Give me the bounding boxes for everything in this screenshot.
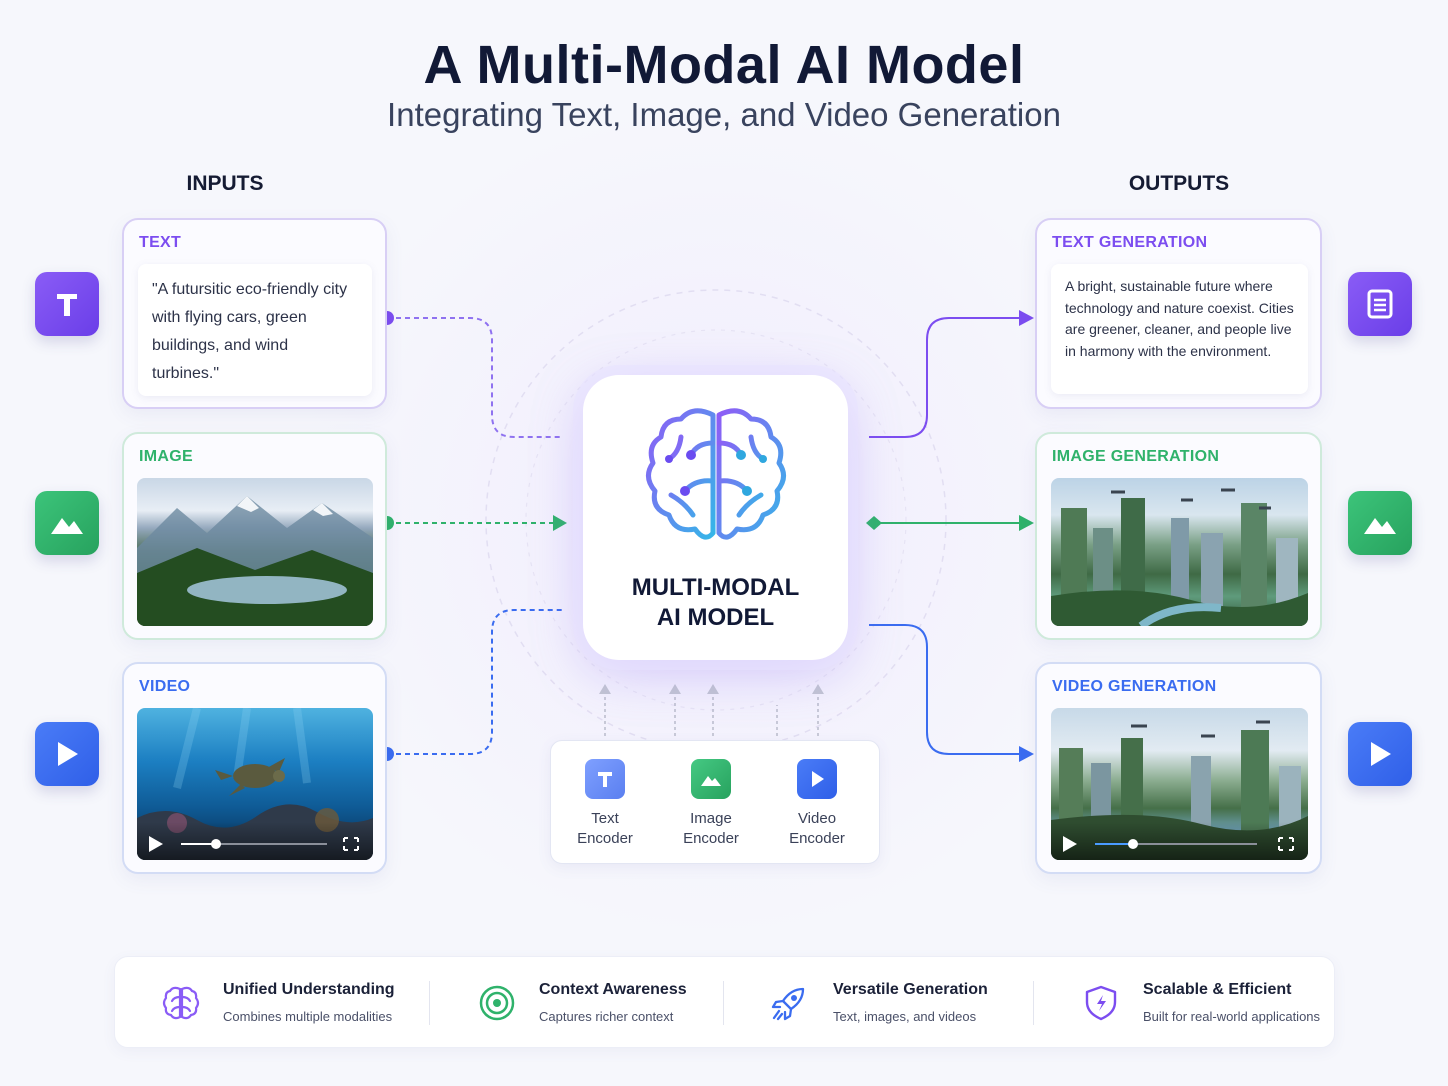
image-encoder-line1: Image [690, 810, 732, 827]
model-label-line2: AI MODEL [656, 604, 775, 631]
image-input-card: IMAGE [122, 432, 387, 640]
image-icon [691, 759, 731, 799]
play-icon [797, 759, 837, 799]
image-encoder: Image Encoder [661, 759, 761, 849]
feature-title: Unified Understanding [223, 981, 395, 998]
encoders-panel: Text Encoder Image Encoder Video Encoder [550, 740, 880, 864]
play-icon [149, 836, 163, 852]
play-icon [1063, 836, 1077, 852]
image-input-icon [35, 491, 99, 555]
text-icon [585, 759, 625, 799]
video-output-card: VIDEO GENERATION [1035, 662, 1322, 874]
image-encoder-line2: Encoder [683, 830, 739, 847]
video-encoder-label: Video Encoder [767, 809, 867, 849]
image-input-label: IMAGE [139, 448, 193, 465]
feature-title: Scalable & Efficient [1143, 981, 1292, 998]
page-title: A Multi-Modal AI Model [423, 35, 1025, 95]
rocket-icon [771, 987, 805, 1021]
divider [723, 981, 724, 1025]
text-output-card: TEXT GENERATION A bright, sustainable fu… [1035, 218, 1322, 409]
document-output-icon [1348, 272, 1412, 336]
underwater-video [137, 708, 373, 860]
text-input-card: TEXT "A futursitic eco-friendly city wit… [122, 218, 387, 409]
eco-city-video [1051, 708, 1308, 860]
generated-text: A bright, sustainable future where techn… [1051, 264, 1308, 394]
mountain-lake-image [137, 478, 373, 626]
image-encoder-label: Image Encoder [661, 809, 761, 849]
model-label-line1: MULTI-MODAL [631, 574, 800, 601]
divider [1033, 981, 1034, 1025]
shield-icon [1085, 985, 1117, 1021]
feature-desc: Built for real-world applications [1143, 1009, 1321, 1024]
page-subtitle: Integrating Text, Image, and Video Gener… [387, 96, 1061, 133]
feature-bar: Unified Understanding Combines multiple … [114, 956, 1335, 1048]
video-controls [137, 822, 373, 860]
text-prompt: "A futursitic eco-friendly city with fly… [138, 264, 372, 396]
text-encoder-line1: Text [591, 810, 619, 827]
brain-icon [162, 986, 200, 1020]
brain-icon [646, 408, 786, 540]
text-input-label: TEXT [139, 234, 182, 251]
outputs-heading: OUTPUTS [1128, 172, 1230, 195]
video-input-icon [35, 722, 99, 786]
eco-city-image [1051, 478, 1308, 626]
video-input-label: VIDEO [139, 678, 191, 695]
text-encoder-label: Text Encoder [555, 809, 655, 849]
video-encoder-line1: Video [797, 810, 837, 827]
text-encoder: Text Encoder [555, 759, 655, 849]
video-output-label: VIDEO GENERATION [1052, 678, 1217, 695]
video-encoder: Video Encoder [767, 759, 867, 849]
model-label: MULTI-MODAL AI MODEL [583, 573, 848, 633]
target-icon [479, 985, 515, 1021]
feature-title: Versatile Generation [833, 981, 988, 998]
feature-desc: Combines multiple modalities [223, 1009, 393, 1024]
image-output-card: IMAGE GENERATION [1035, 432, 1322, 640]
video-output-controls [1051, 822, 1308, 860]
image-output-label: IMAGE GENERATION [1052, 448, 1220, 465]
feature-title: Context Awareness [539, 981, 687, 998]
divider [429, 981, 430, 1025]
multimodal-model-box: MULTI-MODAL AI MODEL [583, 375, 848, 660]
feature-desc: Text, images, and videos [833, 1009, 977, 1024]
feature-desc: Captures richer context [539, 1009, 674, 1024]
text-output-label: TEXT GENERATION [1052, 234, 1208, 251]
text-input-icon [35, 272, 99, 336]
video-output-icon [1348, 722, 1412, 786]
inputs-heading: INPUTS [186, 172, 264, 195]
image-output-icon [1348, 491, 1412, 555]
video-encoder-line2: Encoder [789, 830, 845, 847]
video-input-card: VIDEO [122, 662, 387, 874]
text-encoder-line2: Encoder [577, 830, 633, 847]
